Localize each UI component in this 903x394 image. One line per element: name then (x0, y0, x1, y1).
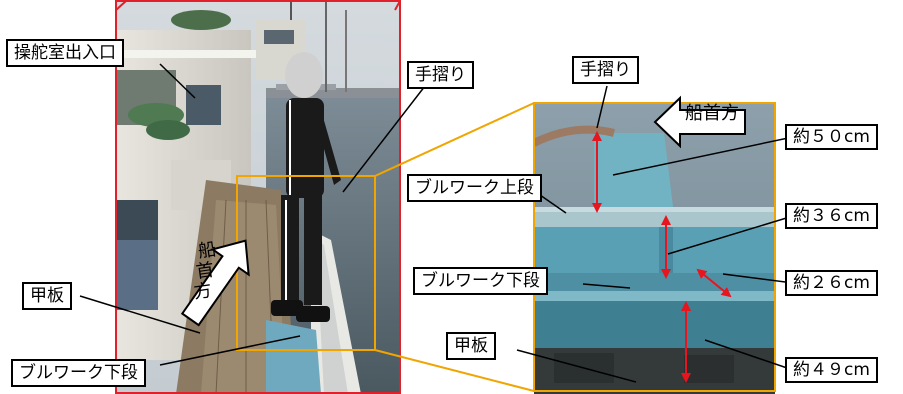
zoom-connector-bottom (374, 349, 535, 392)
zoom-connector-top (374, 102, 535, 177)
zoom-region-frame (236, 175, 376, 351)
measure-label-36cm: 約３６cm (785, 203, 878, 229)
measure-arrow-26cm (696, 268, 732, 298)
bow-direction-arrow-right (653, 95, 746, 149)
measure-label-49cm: 約４９cm (785, 357, 878, 383)
label-handrail-left: 手摺り (407, 61, 474, 89)
label-deck-left: 甲板 (22, 282, 72, 310)
label-bulwark-upper: ブルワーク上段 (407, 174, 542, 202)
deck-photo-frame (115, 0, 401, 394)
label-wheelhouse-entrance: 操舵室出入口 (6, 39, 124, 67)
bulwark-closeup-drawing (534, 103, 775, 394)
label-bow-direction-right: 船首方 (685, 103, 739, 124)
bow-direction-arrow-left (180, 239, 250, 327)
measure-label-26cm: 約２６cm (785, 270, 878, 296)
label-handrail-right: 手摺り (572, 56, 639, 84)
label-bulwark-lower-left: ブルワーク下段 (11, 359, 146, 387)
bulwark-closeup-photo (534, 103, 775, 394)
label-bulwark-lower-right: ブルワーク下段 (413, 267, 548, 295)
measure-label-50cm: 約５０cm (785, 124, 878, 150)
label-deck-right: 甲板 (446, 332, 496, 360)
closeup-photo-frame (533, 102, 776, 392)
